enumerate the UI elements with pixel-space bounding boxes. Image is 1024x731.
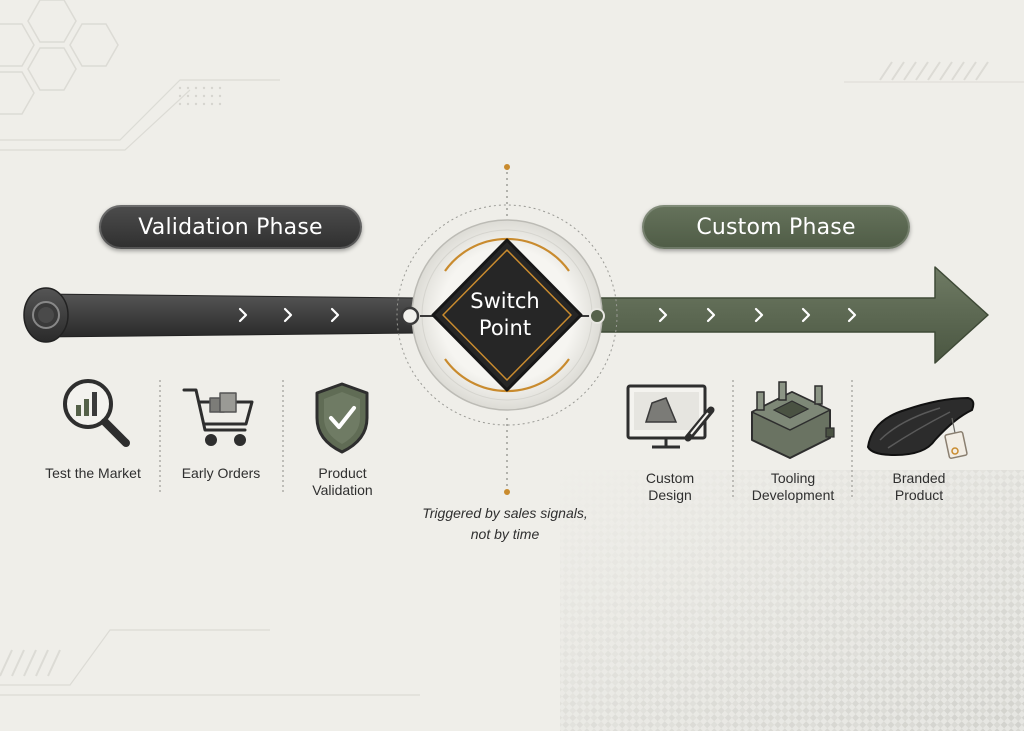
shield-check-icon: [315, 382, 369, 454]
chevron-right-icon: [283, 307, 293, 323]
trigger-note: Triggered by sales signals, not by time: [385, 503, 625, 545]
step-tooling-development: Tooling Development: [751, 470, 835, 503]
step-product-validation: Product Validation: [312, 465, 373, 498]
switch-point-diamond: [431, 238, 583, 392]
validation-phase-label: Validation Phase: [99, 205, 362, 249]
step-separators: [159, 380, 853, 500]
validation-chevrons: [238, 307, 340, 323]
switch-point-line-2: Point: [478, 316, 532, 340]
switch-point-label: Switch Point: [443, 288, 567, 342]
guide-dot-bottom: [504, 489, 510, 495]
custom-timeline-arrow: [593, 266, 989, 364]
switch-point-line-1: Switch: [470, 289, 540, 313]
chevron-right-icon: [658, 307, 668, 323]
carbon-part-tag-icon: [866, 396, 975, 459]
stripe-decoration-top-right: [844, 61, 1024, 83]
guide-dot-top: [504, 164, 510, 170]
validation-timeline-bar: [23, 287, 421, 343]
line-decoration-bottom-left: [0, 629, 420, 696]
chevron-right-icon: [801, 307, 811, 323]
switch-connectors: [400, 306, 605, 326]
trigger-note-line-1: Triggered by sales signals,: [422, 505, 588, 521]
chevron-right-icon: [330, 307, 340, 323]
trigger-note-line-2: not by time: [470, 526, 540, 542]
timeline-start-cap: [32, 301, 60, 329]
chevron-right-icon: [847, 307, 857, 323]
chevron-right-icon: [754, 307, 764, 323]
carbon-texture-decoration: [560, 470, 1024, 731]
custom-chevrons: [658, 307, 857, 323]
custom-phase-label: Custom Phase: [642, 205, 910, 249]
line-decoration-top-left: [0, 79, 280, 151]
dot-grid-decoration: [178, 86, 222, 106]
mold-tool-icon: [751, 381, 835, 459]
stripe-decoration-bottom-left: [0, 649, 61, 677]
magnifier-chart-icon: [63, 379, 130, 447]
chevron-right-icon: [238, 307, 248, 323]
chevron-right-icon: [706, 307, 716, 323]
step-custom-design: Custom Design: [645, 470, 695, 503]
step-early-orders: Early Orders: [181, 465, 261, 481]
monitor-pencil-icon: [626, 384, 715, 449]
hexagon-pattern-decoration: [0, 0, 119, 115]
shopping-cart-icon: [182, 388, 254, 446]
step-branded-product: Branded Product: [892, 470, 946, 503]
step-test-the-market: Test the Market: [45, 465, 141, 481]
